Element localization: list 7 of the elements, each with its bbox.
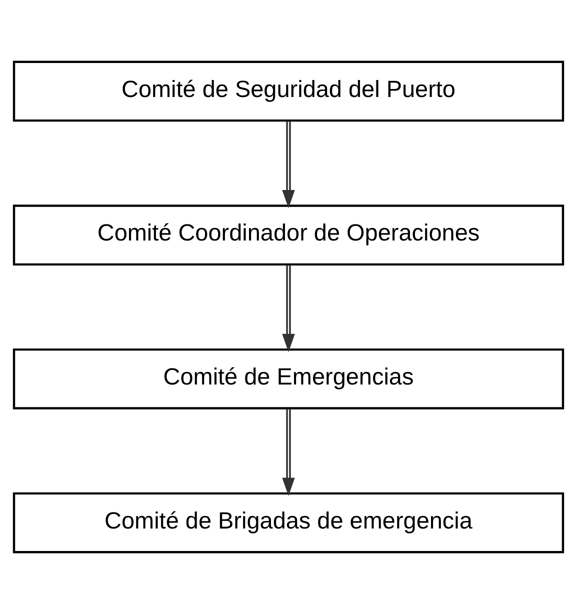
arrow — [282, 265, 295, 352]
node-box: Comité de Seguridad del Puerto — [12, 60, 564, 122]
arrow — [282, 121, 295, 208]
node-box: Comité Coordinador de Operaciones — [12, 204, 564, 266]
arrow — [282, 408, 295, 496]
node-box: Comité de Emergencias — [12, 348, 564, 410]
node-box: Comité de Brigadas de emergencia — [12, 492, 564, 554]
